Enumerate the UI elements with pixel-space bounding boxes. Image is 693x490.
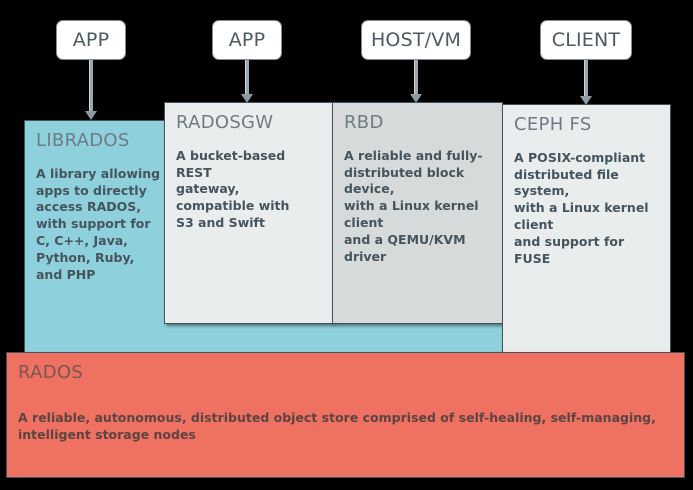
arrow-hostvm-to-rbd: [410, 60, 422, 103]
service-desc-rbd: A reliable and fully- distributed block …: [344, 147, 483, 264]
foundation-title-rados: RADOS: [18, 362, 84, 383]
service-box-cephfs[interactable]: CEPH FS A POSIX-compliant distributed fi…: [502, 104, 671, 373]
arrow-app-to-radosgw: [241, 60, 253, 103]
actor-host-vm[interactable]: HOST/VM: [361, 20, 471, 60]
actor-client[interactable]: CLIENT: [540, 20, 632, 60]
foundation-desc-rados: A reliable, autonomous, distributed obje…: [18, 409, 656, 442]
arrow-client-to-cephfs: [580, 60, 592, 105]
service-title-cephfs: CEPH FS: [514, 114, 592, 135]
foundation-box-rados[interactable]: RADOS A reliable, autonomous, distribute…: [6, 352, 685, 478]
service-title-radosgw: RADOSGW: [176, 112, 274, 133]
actor-app-radosgw[interactable]: APP: [212, 20, 282, 60]
arrow-app-to-librados: [85, 60, 97, 120]
service-box-radosgw[interactable]: RADOSGW A bucket-based REST gateway, com…: [164, 102, 333, 324]
service-desc-radosgw: A bucket-based REST gateway, compatible …: [176, 147, 290, 231]
service-desc-cephfs: A POSIX-compliant distributed file syste…: [514, 149, 649, 266]
service-desc-librados: A library allowing apps to directly acce…: [36, 165, 161, 282]
service-box-rbd[interactable]: RBD A reliable and fully- distributed bl…: [332, 102, 503, 324]
service-title-rbd: RBD: [344, 112, 384, 133]
actor-app-librados[interactable]: APP: [56, 20, 126, 60]
service-title-librados: LIBRADOS: [36, 130, 130, 151]
